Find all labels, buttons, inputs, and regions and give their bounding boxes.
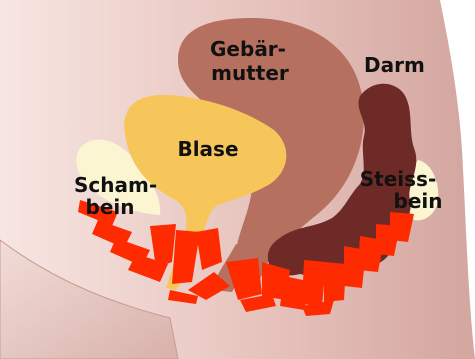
bladder-label: Blase [177,137,238,161]
uterus-label-line1: Gebär- [210,37,286,61]
pubic-bone-label-line2: bein [86,195,135,219]
pubic-bone-label-line1: Scham- [74,173,157,197]
uterus-label-line2: mutter [211,61,289,85]
coccyx-label-line2: bein [394,189,443,213]
coccyx-label-line1: Steiss- [360,167,437,191]
bowel-label: Darm [364,53,425,77]
